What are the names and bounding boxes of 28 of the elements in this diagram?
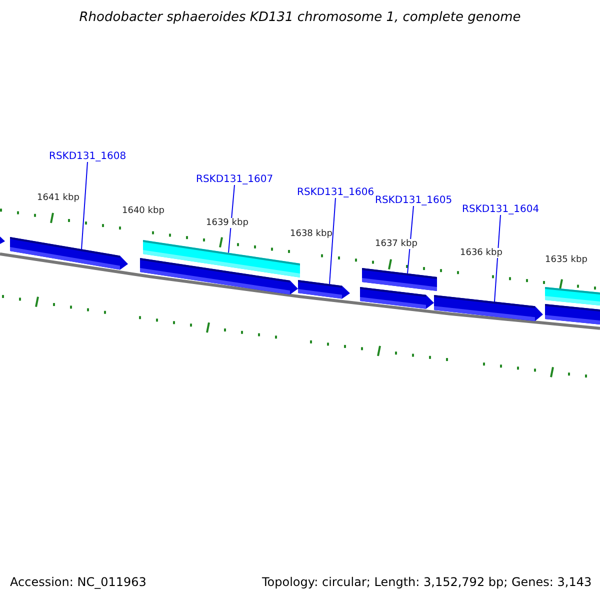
- scale-label: 1641 kbp: [37, 193, 80, 203]
- footer-text: Topology: circular; Length: 3,152,792 bp; Genes: 3,143: [262, 575, 592, 589]
- gene-label: RSKD131_1608: [49, 151, 126, 162]
- scale-label: 1640 kbp: [122, 206, 164, 216]
- leader-line: [494, 214, 501, 302]
- gene-label: RSKD131_1606: [297, 187, 374, 198]
- title: Rhodobacter sphaeroides KD131 chromosome 1, complete genome: [78, 10, 522, 25]
- scale-label: 1635 kbp: [545, 255, 588, 265]
- footer-text: Accession: NC_011963: [10, 575, 146, 589]
- gene-bar: [362, 268, 437, 291]
- gene-label: RSKD131_1604: [462, 204, 540, 215]
- gene-feature: [10, 237, 128, 272]
- scale-label: 1636 kbp: [460, 248, 502, 258]
- scale-label: 1639 kbp: [206, 218, 248, 228]
- leader-line: [407, 206, 414, 274]
- gene-bar: [545, 287, 600, 306]
- gene-feature: [360, 287, 434, 310]
- leader-line: [81, 162, 88, 250]
- gene-bar: [545, 304, 600, 324]
- gene-label: RSKD131_1607: [196, 174, 274, 185]
- scale-label: 1638 kbp: [290, 229, 332, 239]
- gene-feature: [298, 280, 350, 300]
- leader-line: [228, 184, 235, 254]
- scale-label: 1637 kbp: [375, 239, 418, 249]
- gene-feature: [140, 258, 298, 296]
- gene-label: RSKD131_1605: [375, 195, 452, 206]
- leader-line: [329, 198, 336, 285]
- gene-feature: [434, 295, 543, 322]
